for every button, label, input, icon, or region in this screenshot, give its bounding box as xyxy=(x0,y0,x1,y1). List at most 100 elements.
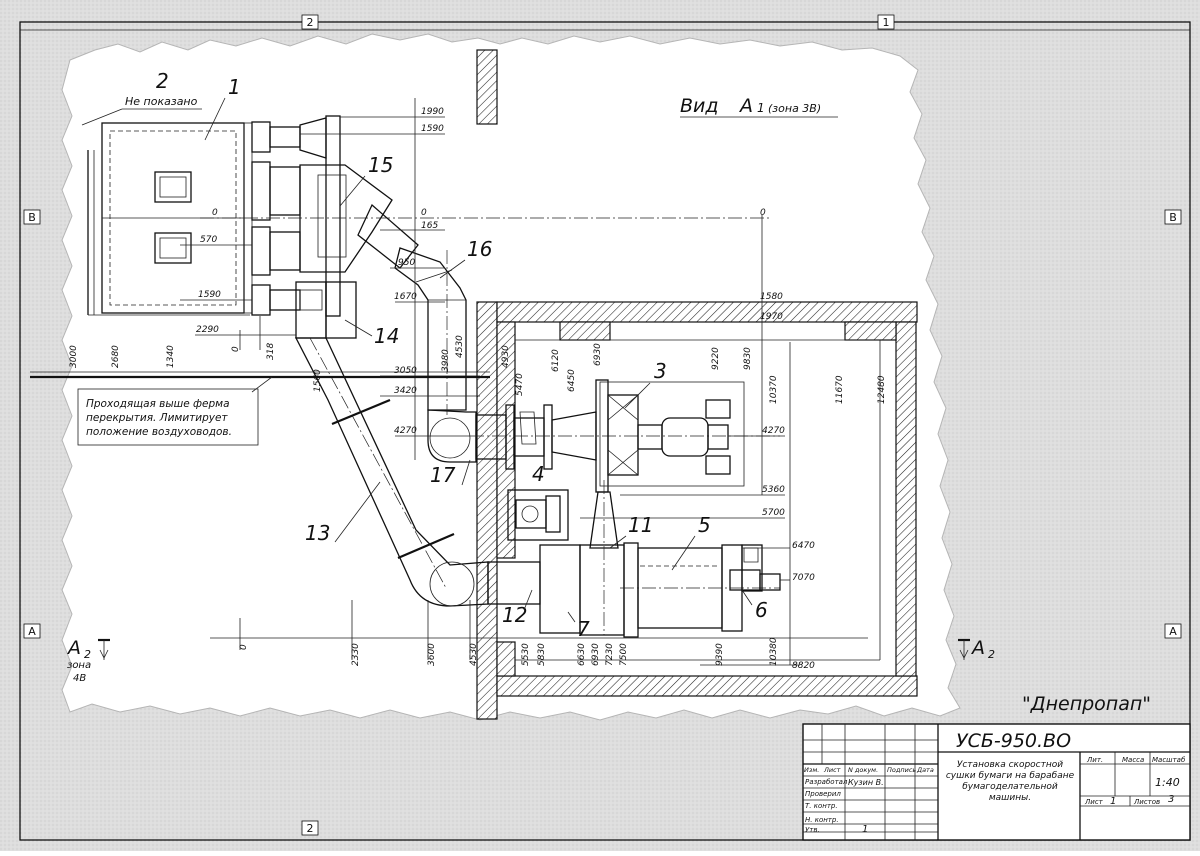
svg-text:Не показано: Не показано xyxy=(125,95,198,108)
tb-scale-value: 1:40 xyxy=(1155,776,1180,789)
section-mark-left xyxy=(98,638,110,660)
title-block: Изм. Лист N докум. Подпись Дата Разработ… xyxy=(802,723,1191,841)
svg-text:9390: 9390 xyxy=(715,643,725,666)
pos-1: 1 xyxy=(228,75,241,99)
note-not-shown: Не показано xyxy=(81,95,202,126)
svg-text:1340: 1340 xyxy=(166,345,176,368)
svg-text:570: 570 xyxy=(200,235,217,245)
svg-text:перекрытия. Лимитирует: перекрытия. Лимитирует xyxy=(86,412,228,424)
pos-3: 3 xyxy=(654,359,667,383)
pos-13: 13 xyxy=(305,521,330,545)
pos-5: 5 xyxy=(698,513,711,537)
dim-texts-vertical-mid: 3980 4530 4930 5470 6120 6450 6930 9220 … xyxy=(441,335,887,404)
grid-ref-right-a: А xyxy=(1169,625,1177,638)
pos-12: 12 xyxy=(502,603,527,627)
svg-text:1990: 1990 xyxy=(421,107,444,117)
tb-sheet-value: 1 xyxy=(1110,796,1116,807)
unit-4-small-fan xyxy=(507,489,569,541)
tb-header-izm: Изм. xyxy=(804,766,819,774)
svg-text:2680: 2680 xyxy=(111,345,121,368)
unit-11-transition xyxy=(589,480,619,635)
building-walls xyxy=(476,49,918,720)
svg-text:5700: 5700 xyxy=(762,508,785,518)
tb-extra-cell: 1 xyxy=(862,824,868,835)
unit-16-duct xyxy=(394,247,467,415)
svg-text:950: 950 xyxy=(398,258,415,268)
svg-text:1670: 1670 xyxy=(394,292,417,302)
svg-text:2290: 2290 xyxy=(196,325,219,335)
grid-ref-markers: 2 1 2 В А В А xyxy=(23,14,1182,836)
svg-text:10380: 10380 xyxy=(769,637,779,666)
tb-drawing-code: УСБ-950.ВО xyxy=(956,730,1071,752)
tb-scale-label: Масштаб xyxy=(1152,756,1186,764)
svg-text:Проходящая выше ферма: Проходящая выше ферма xyxy=(86,398,230,410)
svg-text:6930: 6930 xyxy=(593,343,603,366)
svg-text:7230: 7230 xyxy=(605,643,615,666)
dim-texts-vertical-left: 3000 2680 1340 0 318 1560 xyxy=(69,343,323,392)
svg-text:1590: 1590 xyxy=(421,124,444,134)
pos-2: 2 xyxy=(156,69,169,93)
svg-text:5470: 5470 xyxy=(515,373,525,396)
svg-text:318: 318 xyxy=(266,343,276,360)
svg-text:6470: 6470 xyxy=(792,541,815,551)
view-title: Вид А 1 (зона 3В) xyxy=(680,95,838,118)
unit-5-drum xyxy=(579,542,780,638)
company-name: "Днепропап" xyxy=(1022,693,1151,715)
svg-text:9830: 9830 xyxy=(743,347,753,370)
unit-3-fan xyxy=(551,379,745,493)
dim-texts-right-column: 1990 1590 0 165 950 1670 3050 3420 4270 xyxy=(394,107,444,436)
tb-header-date: Дата xyxy=(916,766,934,774)
grid-ref-left-a: А xyxy=(28,625,36,638)
pos-14: 14 xyxy=(374,324,399,348)
dim-texts-left-column: 0 570 1590 2290 xyxy=(196,208,221,335)
svg-text:0: 0 xyxy=(231,346,241,352)
view-title-letter: А xyxy=(738,95,753,117)
tb-role-approved: Утв. xyxy=(805,826,820,834)
tb-role-n-control: Н. контр. xyxy=(805,816,839,824)
section-left-zone-label: зона xyxy=(67,660,91,671)
svg-text:4270: 4270 xyxy=(762,426,785,436)
svg-text:1590: 1590 xyxy=(198,290,221,300)
svg-text:5830: 5830 xyxy=(537,643,547,666)
grid-ref-right-b: В xyxy=(1169,211,1177,224)
svg-text:3000: 3000 xyxy=(69,345,79,368)
pos-17: 17 xyxy=(430,463,456,487)
grid-ref-top-1: 1 xyxy=(883,16,890,29)
tb-mass-label: Масса xyxy=(1122,756,1144,764)
unit-6-drive xyxy=(729,544,781,592)
tb-sheet-label: Лист xyxy=(1084,798,1104,806)
tb-sheets-label: Листов xyxy=(1133,798,1160,806)
pos-16: 16 xyxy=(467,237,492,261)
tb-role-t-control: Т. контр. xyxy=(805,802,838,810)
svg-text:6120: 6120 xyxy=(551,349,561,372)
tb-sheets-value: 3 xyxy=(1168,794,1174,805)
svg-text:7500: 7500 xyxy=(619,643,629,666)
tb-developer-name: Кузин В. xyxy=(848,778,884,787)
svg-text:0: 0 xyxy=(421,208,427,218)
svg-text:4530: 4530 xyxy=(455,335,465,358)
svg-text:5530: 5530 xyxy=(521,643,531,666)
svg-text:1970: 1970 xyxy=(760,312,783,322)
svg-text:6630: 6630 xyxy=(577,643,587,666)
view-title-zone: (зона 3В) xyxy=(768,102,821,115)
svg-text:0: 0 xyxy=(239,644,249,650)
section-right-letter: А xyxy=(970,637,985,659)
svg-text:12480: 12480 xyxy=(877,375,887,404)
svg-text:9220: 9220 xyxy=(711,347,721,370)
grid-ref-top-2: 2 xyxy=(307,16,314,29)
dimension-lines xyxy=(30,98,868,666)
tb-lit-label: Лит. xyxy=(1086,756,1103,764)
section-right-sub: 2 xyxy=(988,648,995,661)
svg-text:6930: 6930 xyxy=(591,643,601,666)
section-mark-labels: А 2 зона 4В А 2 xyxy=(66,637,995,684)
tb-role-developed: Разработал xyxy=(805,778,848,786)
svg-text:6450: 6450 xyxy=(567,369,577,392)
svg-text:3600: 3600 xyxy=(427,643,437,666)
svg-text:7070: 7070 xyxy=(792,573,815,583)
sheet-frame xyxy=(19,21,1191,841)
tb-header-doc: N докум. xyxy=(848,766,878,774)
svg-text:0: 0 xyxy=(760,208,766,218)
svg-text:4930: 4930 xyxy=(501,345,511,368)
svg-text:11670: 11670 xyxy=(835,375,845,404)
